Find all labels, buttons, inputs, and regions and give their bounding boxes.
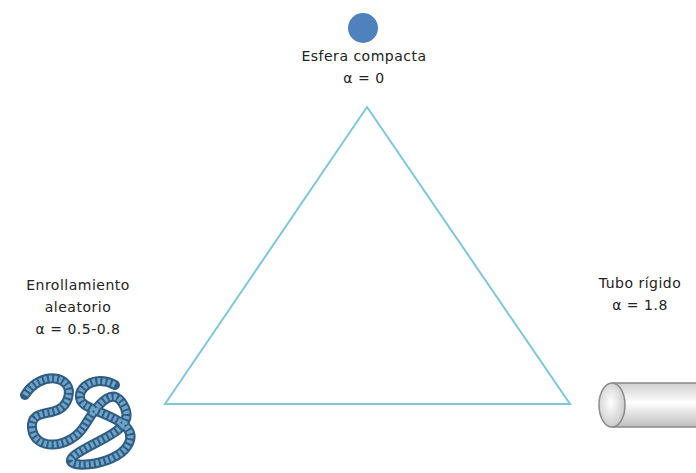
triangle-outline (165, 107, 570, 404)
exponent-value: α = 0 (343, 67, 384, 89)
rigid-tube-icon (599, 383, 696, 427)
shape-name: Enrollamiento aleatorio (16, 274, 140, 318)
exponent-value: α = 0.5-0.8 (36, 318, 121, 340)
shape-name: Esfera compacta (301, 45, 426, 67)
sphere-icon (348, 13, 378, 43)
exponent-value: α = 1.8 (612, 294, 668, 316)
shape-name: Tubo rígido (599, 272, 682, 294)
random-coil-icon (25, 378, 131, 464)
